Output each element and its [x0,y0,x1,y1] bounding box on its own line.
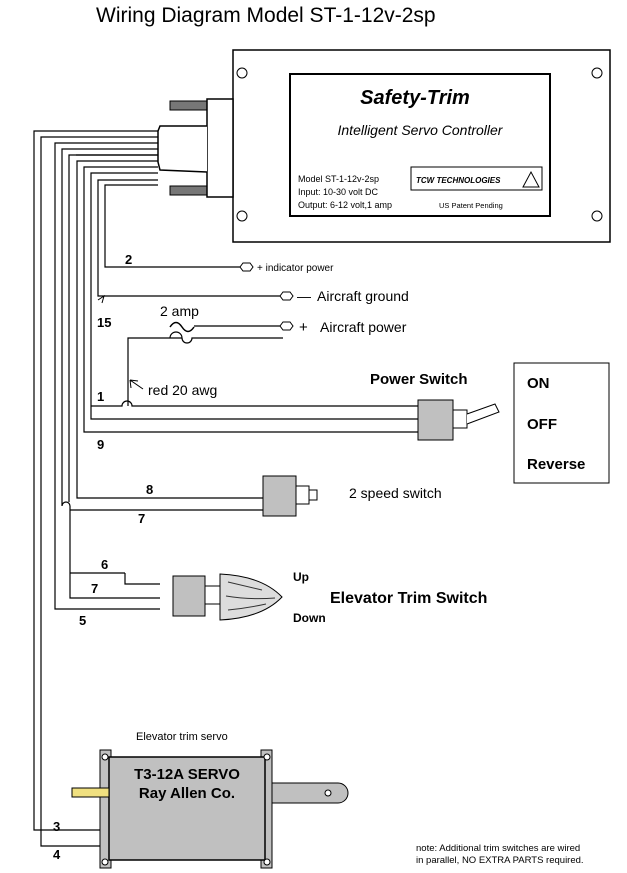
page-title: Wiring Diagram Model ST-1-12v-2sp [96,4,436,27]
power-terminal-icon [279,321,294,331]
tcw-logo: TCW TECHNOLOGIES [410,166,543,191]
ground-arrow-icon [97,294,105,304]
tcw-logo-text: TCW TECHNOLOGIES [416,176,501,185]
fuse-icon [169,321,195,333]
power-label: Aircraft power [320,319,407,335]
mount-hole-icon [236,210,248,222]
red-wire-label: red 20 awg [148,382,217,398]
wire-number-8: 8 [146,482,153,497]
patent-text: US Patent Pending [439,201,503,210]
speed-switch[interactable] [262,475,318,517]
wire-number-1: 1 [97,389,104,404]
controller-model: Model ST-1-12v-2sp [298,174,379,184]
power-switch[interactable] [417,399,500,441]
warning-triangle-icon [522,170,540,188]
wires [33,130,418,847]
mount-hole-icon [236,67,248,79]
wire-number-7-speed: 7 [138,511,145,526]
trim-switch-title: Elevator Trim Switch [330,590,487,607]
servo-arm [271,782,349,804]
servo-shaft [71,787,110,798]
wire-number-7-trim: 7 [91,581,98,596]
controller-brand: Safety-Trim [360,87,470,109]
indicator-terminal-icon [239,262,254,272]
trim-up-label: Up [293,570,309,584]
wire-number-9: 9 [97,437,104,452]
note-line-2: in parallel, NO EXTRA PARTS required. [416,855,584,866]
wire-number-15: 15 [97,315,111,330]
red-wire-arrow-icon [129,379,144,390]
ground-terminal-icon [279,291,294,301]
fuse-label: 2 amp [160,303,199,319]
speed-switch-label: 2 speed switch [349,485,442,501]
wire-number-6: 6 [101,557,108,572]
controller-input: Input: 10-30 volt DC [298,187,379,197]
servo-arm-hole-icon [324,789,332,797]
switch-position-off: OFF [527,416,557,433]
servo-caption: Elevator trim servo [136,731,228,743]
toggle-lever-icon [466,403,500,425]
elevator-trim-switch[interactable] [172,573,283,621]
trim-knob-icon [219,573,283,621]
wire-number-5: 5 [79,613,86,628]
terminals [239,262,294,331]
controller-box: Safety-Trim Intelligent Servo Controller… [232,49,611,243]
controller-subtitle: Intelligent Servo Controller [338,122,504,138]
controller-label-plate [289,73,551,217]
power-sign: + [299,319,308,336]
ground-label: Aircraft ground [317,288,409,304]
power-switch-title: Power Switch [370,371,468,388]
servo-model: T3-12A SERVO [134,766,240,783]
ground-sign: — [297,288,311,304]
db-connector [157,98,234,198]
switch-position-reverse: Reverse [527,456,585,473]
indicator-label: + indicator power [257,263,334,274]
power-switch-legend [513,362,610,484]
servo-maker: Ray Allen Co. [139,785,235,802]
servo [71,749,349,869]
trim-down-label: Down [293,611,326,625]
wire-number-4: 4 [53,847,61,862]
mount-hole-icon [591,67,603,79]
mount-hole-icon [591,210,603,222]
controller-output: Output: 6-12 volt,1 amp [298,200,392,210]
switch-position-on: ON [527,375,550,392]
wire-number-3: 3 [53,819,60,834]
note-line-1: note: Additional trim switches are wired [416,843,580,854]
wire-number-2: 2 [125,252,132,267]
